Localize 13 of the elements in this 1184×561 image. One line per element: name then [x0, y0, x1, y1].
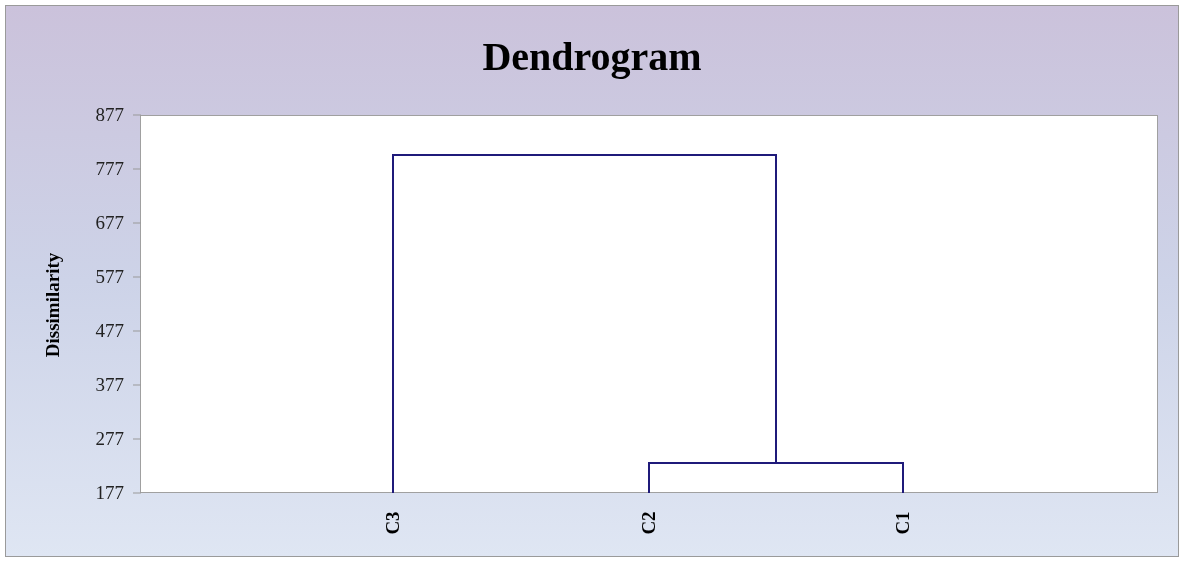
axis-title: Dissimilarity: [42, 252, 64, 358]
leaf-label: C2: [638, 511, 660, 535]
leaf-label: C3: [382, 511, 404, 535]
chart-title: Dendrogram: [481, 33, 703, 81]
tick-label: 377: [94, 374, 124, 396]
leaf-label: C1: [892, 511, 914, 535]
tick-label: 677: [94, 212, 124, 234]
tick-label: 477: [94, 320, 124, 342]
tick-label: 777: [94, 158, 124, 180]
tick-label: 877: [94, 104, 124, 126]
tick-label: 177: [94, 482, 124, 504]
tick-label: 577: [94, 266, 124, 288]
tick-label: 277: [94, 428, 124, 450]
